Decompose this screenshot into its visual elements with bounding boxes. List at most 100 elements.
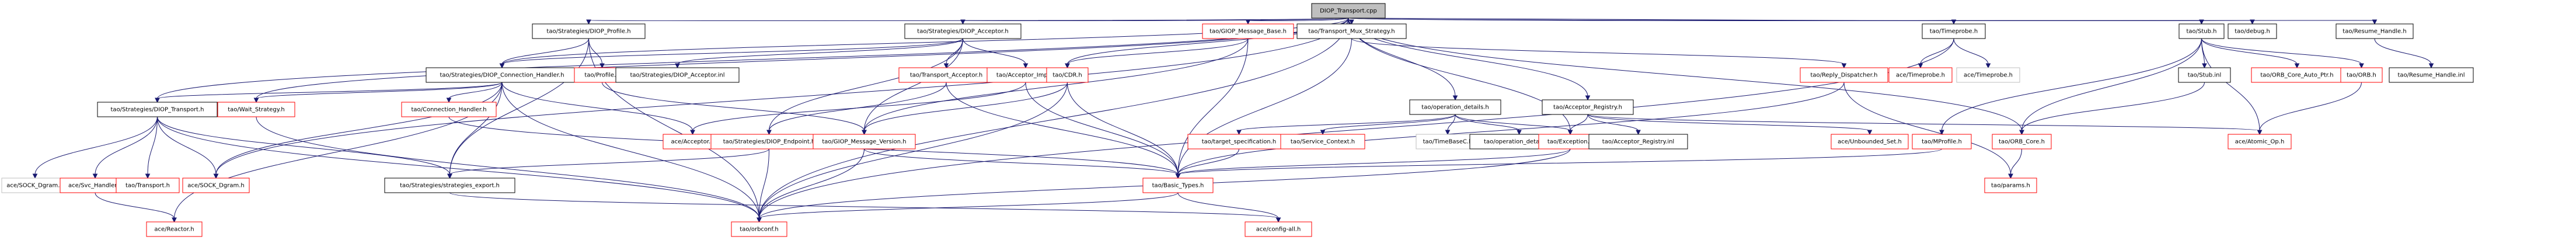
node-box: [1142, 178, 1214, 193]
include-node[interactable]: tao/TimeBaseC.h: [1416, 134, 1480, 149]
include-node[interactable]: tao/MProfile.h: [1912, 134, 1972, 149]
node-box: [97, 102, 218, 117]
node-label: tao/operation_details.inl: [1484, 139, 1554, 145]
include-node[interactable]: tao/Resume_Handle.inl: [2389, 67, 2474, 83]
arrowhead-icon: [766, 130, 772, 135]
include-node[interactable]: tao/Acceptor_Registry.h: [1542, 99, 1634, 115]
include-node[interactable]: tao/ORB_Core.h: [1992, 134, 2052, 149]
edge-line: [864, 38, 963, 131]
edge-line: [157, 18, 1349, 99]
edge-line: [1920, 38, 1954, 65]
include-node[interactable]: tao/Strategies/strategies_export.h: [384, 178, 515, 193]
include-node[interactable]: tao/Resume_Handle.h: [2336, 23, 2414, 39]
dependency-edge: [155, 18, 1349, 103]
node-box: [1202, 23, 1294, 39]
edge-line: [1177, 192, 1279, 219]
include-node[interactable]: tao/Stub.h: [2178, 23, 2225, 39]
node-label: tao/ORB_Core.h: [1999, 139, 2045, 145]
include-node[interactable]: tao/orbconf.h: [731, 221, 787, 237]
include-node[interactable]: tao/Wait_Strategy.h: [217, 102, 295, 117]
include-node[interactable]: tao/Basic_Types.h: [1142, 178, 1214, 193]
dependency-edge: [864, 148, 1181, 179]
include-node[interactable]: tao/GIOP_Message_Base.h: [1202, 23, 1294, 39]
include-node[interactable]: tao/ORB.h: [2340, 67, 2383, 83]
dependency-edge: [157, 116, 219, 179]
arrowhead-icon: [2250, 19, 2255, 25]
include-node[interactable]: tao/operation_details.h: [1409, 99, 1501, 115]
node-layer: DIOP_Transport.cpptao/Strategies/DIOP_Pr…: [1, 3, 2474, 237]
dependency-edge: [1245, 18, 1349, 25]
include-node[interactable]: tao/ORB_Core_Auto_Ptr.h: [2251, 67, 2343, 83]
arrowhead-icon: [1275, 217, 1281, 223]
edge-line: [1177, 38, 1352, 175]
include-node[interactable]: ace/config-all.h: [1245, 221, 1312, 237]
include-node[interactable]: tao/Strategies/DIOP_Transport.h: [97, 102, 218, 117]
include-node[interactable]: tao/Service_Context.h: [1280, 134, 1365, 149]
include-node[interactable]: tao/debug.h: [2228, 23, 2277, 39]
node-label: tao/Wait_Strategy.h: [228, 107, 285, 113]
arrowhead-icon: [757, 217, 762, 223]
include-node[interactable]: tao/Acceptor_Registry.inl: [1588, 134, 1688, 149]
dependency-edge: [1177, 192, 1281, 223]
arrowhead-icon: [1985, 63, 1991, 69]
node-box: [217, 102, 295, 117]
dependency-edge: [2201, 38, 2207, 69]
include-node[interactable]: tao/params.h: [1984, 178, 2037, 193]
node-label: tao/orbconf.h: [740, 227, 778, 233]
include-node[interactable]: tao/Stub.inl: [2178, 67, 2231, 83]
node-label: tao/Timeprobe.h: [1930, 29, 1978, 35]
include-node[interactable]: tao/GIOP_Message_Version.h: [813, 134, 916, 149]
node-box: [1280, 134, 1365, 149]
include-node[interactable]: ace/Unbounded_Set.h: [1831, 134, 1909, 149]
arrowhead-icon: [1585, 95, 1591, 101]
edge-line: [157, 116, 450, 175]
include-node[interactable]: tao/Strategies/DIOP_Endpoint.h: [710, 134, 828, 149]
include-node[interactable]: tao/Transport.h: [116, 178, 180, 193]
include-node[interactable]: tao/Transport_Mux_Strategy.h: [1296, 23, 1407, 39]
include-node[interactable]: tao/Transport_Acceptor.h: [898, 67, 994, 83]
include-node[interactable]: tao/Strategies/DIOP_Acceptor.h: [904, 23, 1022, 39]
arrowhead-icon: [1939, 130, 1944, 135]
include-node[interactable]: ace/Timeprobe.h: [1956, 67, 2020, 83]
dependency-edge: [1953, 38, 1991, 69]
dependency-edge: [145, 116, 158, 179]
edge-line: [449, 192, 1279, 219]
edge-line: [588, 38, 759, 219]
include-node[interactable]: tao/Strategies/DIOP_Profile.h: [532, 23, 646, 39]
dependency-edge: [2374, 38, 2434, 69]
include-node[interactable]: tao/CDR.h: [1046, 67, 1089, 83]
arrowhead-icon: [943, 63, 949, 69]
arrowhead-icon: [1867, 130, 1873, 135]
include-node[interactable]: ace/Atomic_Op.h: [2228, 134, 2292, 149]
include-node[interactable]: tao/Strategies/DIOP_Acceptor.inl: [615, 67, 740, 83]
node-box: [1245, 221, 1312, 237]
dependency-edge: [1025, 82, 1181, 179]
include-node[interactable]: tao/Reply_Dispatcher.h: [1800, 67, 1888, 83]
node-label: tao/Strategies/strategies_export.h: [400, 183, 500, 189]
node-box: [2389, 67, 2474, 83]
edge-line: [692, 82, 1026, 131]
dependency-edge: [757, 192, 1179, 223]
edge-line: [1587, 114, 2260, 131]
dependency-edge: [256, 116, 762, 223]
include-node[interactable]: tao/Strategies/DIOP_Connection_Handler.h: [426, 67, 578, 83]
include-node[interactable]: tao/Connection_Handler.h: [401, 102, 497, 117]
include-node[interactable]: ace/SOCK_Dgram.h: [182, 178, 250, 193]
include-node[interactable]: tao/target_specification.h: [1187, 134, 1291, 149]
include-node[interactable]: ace/SOCK_Dgram.h: [1, 178, 69, 193]
include-node[interactable]: tao/Timeprobe.h: [1922, 23, 1986, 39]
edge-line: [256, 82, 503, 99]
include-node[interactable]: ace/Reactor.h: [146, 221, 203, 237]
node-label: tao/Transport_Acceptor.h: [910, 72, 982, 79]
edge-line: [1322, 114, 1456, 131]
dependency-edge: [1455, 114, 1522, 135]
dependency-edge: [960, 18, 1349, 25]
edge-line: [2259, 82, 2362, 131]
node-box: [2228, 23, 2277, 39]
dependency-edge: [1175, 148, 1571, 179]
node-box: [898, 67, 994, 83]
edge-line: [1067, 82, 1179, 175]
node-label: tao/Acceptor_Registry.inl: [1602, 139, 1674, 145]
include-node[interactable]: ace/Timeprobe.h: [1888, 67, 1953, 83]
